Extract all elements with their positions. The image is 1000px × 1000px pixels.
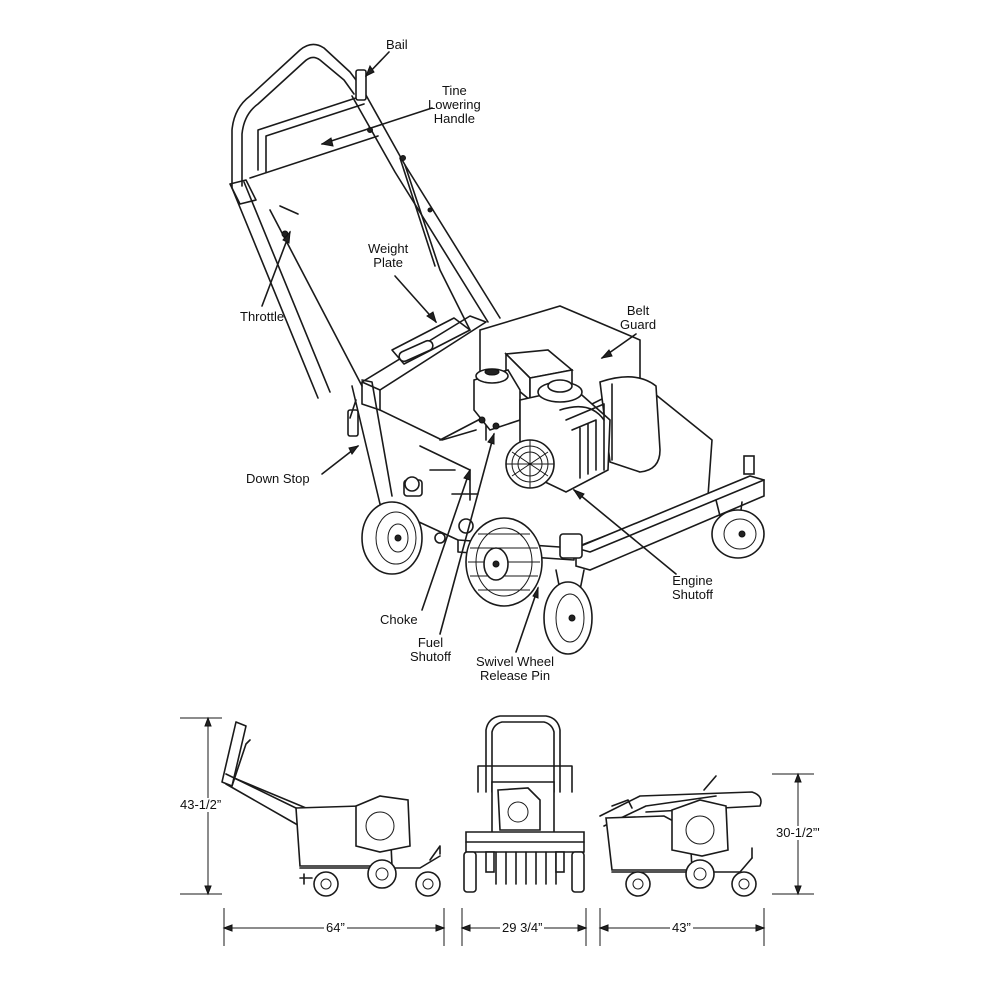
callout-swivel-wheel-release-pin: Swivel Wheel Release Pin [476,655,554,683]
callout-fuel-shutoff: Fuel Shutoff [410,636,451,664]
callout-down-stop: Down Stop [246,472,310,486]
dimension-height-folded: 30-1/2”' [774,825,822,840]
weight-plate-tray [361,315,487,441]
dimension-height-operating: 43-1/2” [178,797,224,812]
callout-tine-lowering-handle: Tine Lowering Handle [428,84,481,126]
callout-choke: Choke [380,613,418,627]
callout-engine-shutoff-line2: Shutoff [672,587,713,602]
rear-right-wheel [465,517,543,607]
rear-left-wheel [361,501,423,575]
callout-weight-plate-line2: Plate [373,255,403,270]
callout-throttle-text: Throttle [240,309,285,324]
callout-tine-lowering-handle-line2: Lowering [428,97,481,112]
dimension-length-operating: 64” [324,920,347,935]
callout-engine-shutoff-line1: Engine [672,573,713,588]
callout-fuel-shutoff-line1: Fuel [417,635,444,650]
callout-belt-guard: Belt Guard [620,304,656,332]
callout-belt-guard-line1: Belt [626,303,650,318]
callout-tine-lowering-handle-line1: Tine [441,83,467,98]
dimension-width: 29 3/4” [500,920,545,935]
engine [473,349,611,493]
callout-tine-lowering-handle-line3: Handle [433,111,475,126]
callout-swivel-wheel-release-pin-line2: Release Pin [479,668,551,683]
belt-guard [599,376,661,473]
callout-belt-guard-line2: Guard [620,317,657,332]
callout-leaders [261,51,677,653]
dimension-length-folded: 43” [670,920,693,935]
callout-bail-text: Bail [386,37,408,52]
callout-weight-plate: Weight Plate [368,242,408,270]
callout-choke-text: Choke [380,612,418,627]
callout-fuel-shutoff-line2: Shutoff [410,649,451,664]
callout-bail: Bail [386,38,408,52]
front-left-swivel-wheel [543,581,593,655]
callout-throttle: Throttle [240,310,284,324]
front-view [463,715,585,893]
callout-weight-plate-line1: Weight [368,241,409,256]
side-view-operating [221,721,441,897]
front-bumper [555,455,765,591]
handle-assembly [229,43,501,399]
callout-down-stop-text: Down Stop [246,471,310,486]
callout-engine-shutoff: Engine Shutoff [672,574,713,602]
front-right-swivel-wheel [711,509,765,559]
callout-swivel-wheel-release-pin-line1: Swivel Wheel [476,654,555,669]
down-stop-part [347,399,359,437]
side-view-folded [599,775,762,897]
